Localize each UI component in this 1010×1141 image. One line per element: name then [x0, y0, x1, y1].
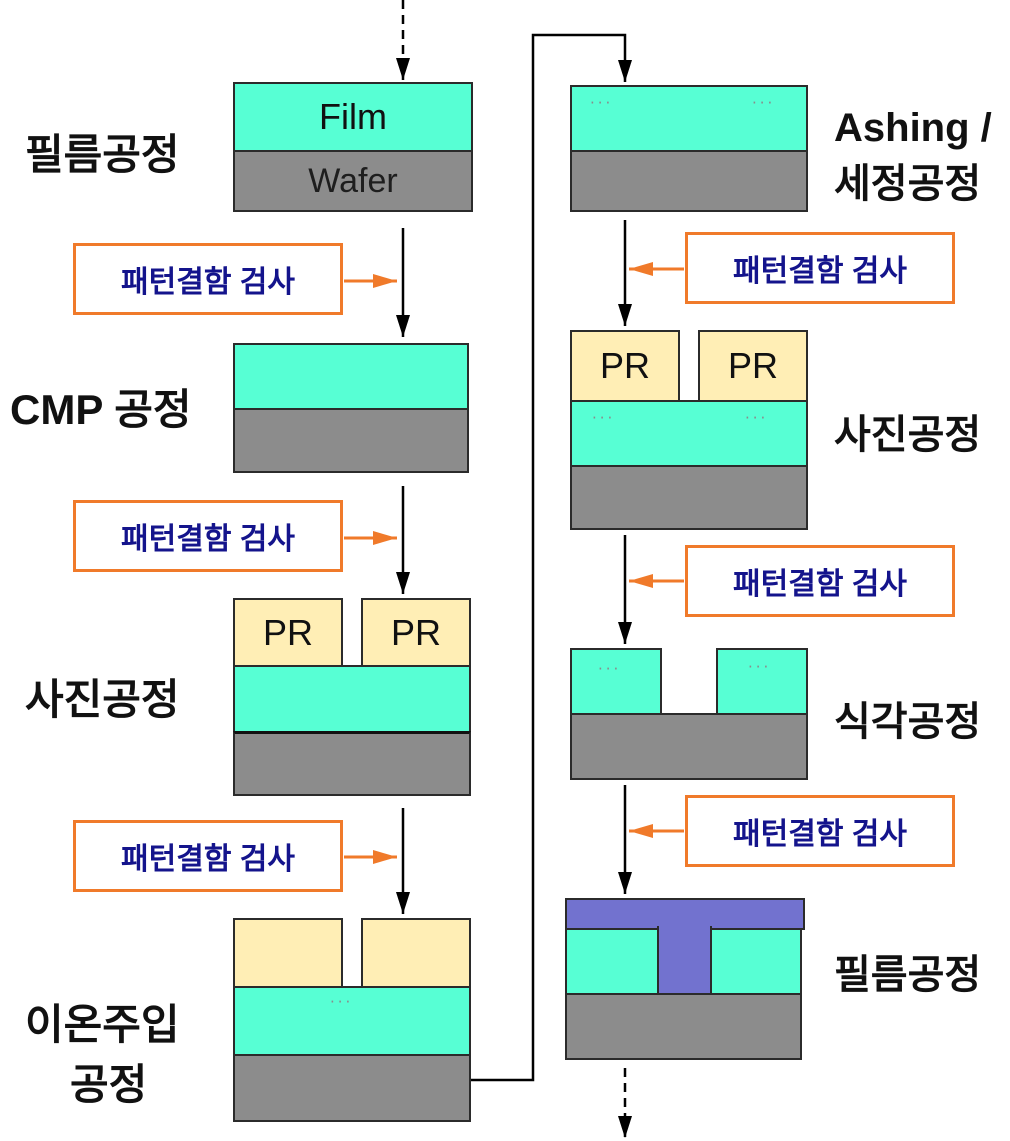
film-process-label: 필름공정 — [834, 953, 982, 997]
photoresist-block-right — [361, 918, 471, 988]
film-layer: ··· ··· — [570, 400, 808, 467]
photoresist-label: PR — [727, 345, 778, 386]
implant-marks: ··· — [748, 658, 772, 676]
wafer-layer — [570, 713, 808, 780]
wafer-layer: Wafer — [233, 150, 473, 212]
film-layer-label: Film — [319, 96, 387, 137]
wafer-layer — [233, 408, 469, 473]
implant-marks: ··· — [752, 94, 776, 112]
inspection-label: 패턴결함 검사 — [733, 568, 907, 601]
film-process-label: 필름공정 — [25, 131, 180, 178]
inspection-label: 패턴결함 검사 — [121, 523, 295, 556]
pattern-defect-inspection-box: 패턴결함 검사 — [73, 500, 343, 572]
implant-marks: ··· — [590, 94, 614, 112]
wafer-layer — [565, 993, 802, 1060]
implant-marks: ··· — [592, 409, 616, 427]
column-connector-arrow — [471, 33, 632, 1082]
ion-implant-label-line2: 공정 — [70, 1061, 148, 1108]
wafer-layer — [233, 731, 471, 796]
wafer-layer — [570, 150, 808, 212]
cmp-process-label: CMP 공정 — [10, 386, 192, 433]
wafer-layer — [570, 465, 808, 530]
photoresist-block-left: PR — [570, 330, 680, 402]
film-island-right: ··· — [716, 648, 808, 715]
photo-process-label: 사진공정 — [25, 676, 180, 723]
film-layer — [233, 665, 471, 733]
photoresist-label: PR — [390, 611, 441, 653]
film-layer: Film — [233, 82, 473, 152]
photo-process-label: 사진공정 — [834, 413, 982, 457]
film-layer — [233, 343, 469, 410]
inspection-label: 패턴결함 검사 — [121, 843, 295, 876]
photoresist-block-right: PR — [361, 598, 471, 667]
photoresist-block-left — [233, 918, 343, 988]
inspection-label: 패턴결함 검사 — [733, 818, 907, 851]
ion-implant-label-line1: 이온주입 — [25, 1001, 180, 1048]
pattern-defect-inspection-box: 패턴결함 검사 — [685, 795, 955, 867]
pattern-defect-inspection-box: 패턴결함 검사 — [685, 545, 955, 617]
implant-marks: ··· — [745, 409, 769, 427]
inspection-label: 패턴결함 검사 — [733, 255, 907, 288]
film-island-right — [710, 928, 802, 995]
etch-process-label: 식각공정 — [834, 700, 982, 744]
film-island-left — [565, 928, 659, 995]
film-layer: ··· — [233, 986, 471, 1056]
photoresist-label: PR — [599, 345, 650, 386]
photoresist-block-left: PR — [233, 598, 343, 667]
pattern-defect-inspection-box: 패턴결함 검사 — [73, 820, 343, 892]
wafer-layer — [233, 1054, 471, 1122]
implant-marks: ··· — [330, 993, 354, 1011]
implant-marks: ··· — [598, 660, 622, 678]
pattern-defect-inspection-box: 패턴결함 검사 — [685, 232, 955, 304]
deposited-film-plug — [657, 926, 712, 995]
film-layer: ··· ··· — [570, 85, 808, 152]
pattern-defect-inspection-box: 패턴결함 검사 — [73, 243, 343, 315]
film-island-left: ··· — [570, 648, 662, 715]
photoresist-block-right: PR — [698, 330, 808, 402]
ashing-clean-label-line1: Ashing / — [834, 106, 992, 150]
photoresist-label: PR — [262, 611, 313, 653]
wafer-layer-label: Wafer — [308, 162, 398, 200]
ashing-clean-label-line2: 세정공정 — [834, 162, 982, 206]
inspection-label: 패턴결함 검사 — [121, 266, 295, 299]
